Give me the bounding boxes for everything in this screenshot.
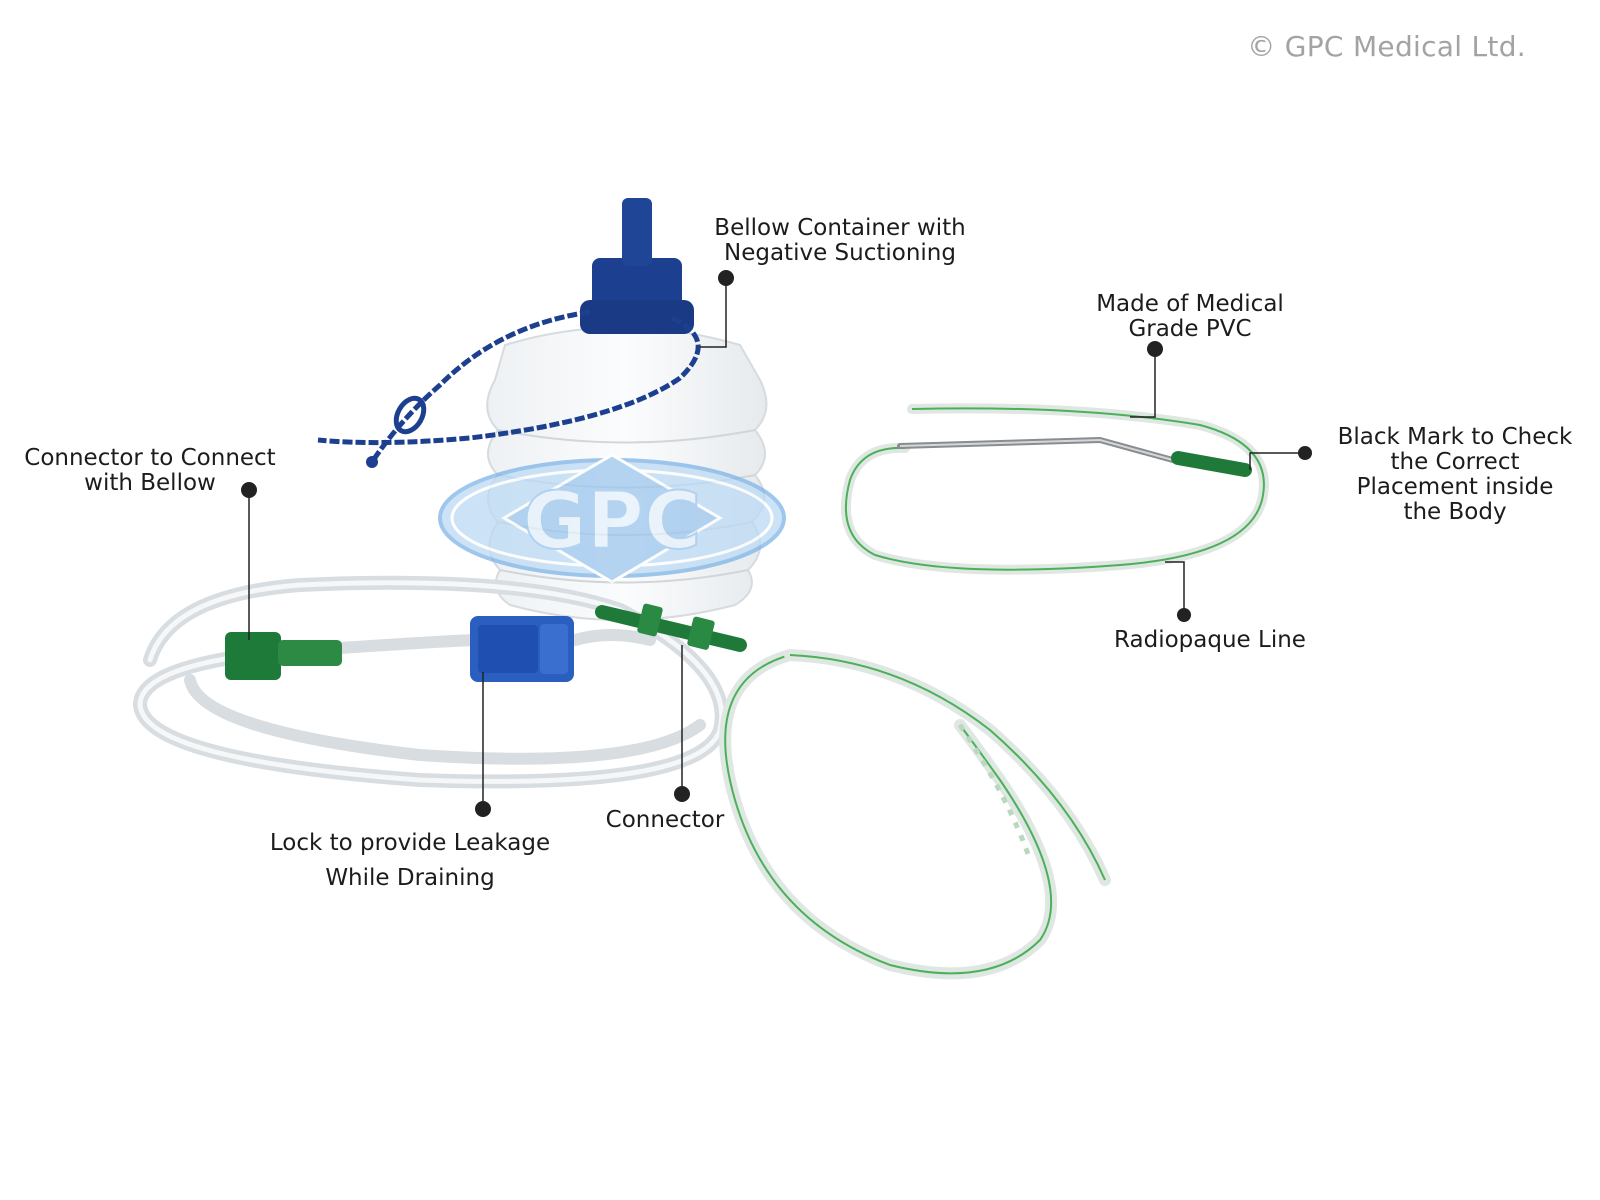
label-line: Negative Suctioning <box>724 240 956 266</box>
label-line: Grade PVC <box>1128 316 1252 342</box>
label-line: While Draining <box>325 865 495 891</box>
bellow-port <box>622 198 652 266</box>
label-line: Connector <box>605 807 725 833</box>
bellow-connector <box>225 632 342 680</box>
label-line: Radiopaque Line <box>1114 627 1306 653</box>
trocar-green-hub <box>1171 451 1252 477</box>
gpc-watermark: GPC <box>438 453 786 584</box>
label-lock: Lock to provide Leakage While Draining <box>245 826 575 896</box>
watermark-text: GPC <box>523 477 701 567</box>
label-radiopaque-line: Radiopaque Line <box>1100 628 1320 653</box>
label-line: Black Mark to Check <box>1337 424 1573 450</box>
leader-dots <box>241 270 1312 817</box>
label-line: Lock to provide Leakage <box>269 830 551 856</box>
label-line: Made of Medical <box>1096 291 1284 317</box>
drain-catheter <box>719 649 1111 980</box>
label-connector-to-bellow: Connector to Connect with Bellow <box>5 446 295 496</box>
label-line: Bellow Container with <box>714 215 966 241</box>
label-line: Connector to Connect <box>24 445 276 471</box>
label-line: with Bellow <box>84 470 216 496</box>
leader-lines <box>248 278 1305 809</box>
label-medical-grade-pvc: Made of Medical Grade PVC <box>1070 292 1310 342</box>
tube-connector <box>595 603 747 652</box>
trocar-catheter <box>840 403 1269 575</box>
label-line: Placement inside <box>1356 474 1554 500</box>
label-black-mark: Black Mark to Check the Correct Placemen… <box>1320 425 1590 525</box>
label-bellow-container: Bellow Container with Negative Suctionin… <box>700 216 980 266</box>
clamp-lock <box>470 616 574 682</box>
label-line: the Correct <box>1390 449 1520 475</box>
copyright-text: © GPC Medical Ltd. <box>1247 30 1526 63</box>
label-line: the Body <box>1403 499 1507 525</box>
label-connector: Connector <box>590 808 740 833</box>
